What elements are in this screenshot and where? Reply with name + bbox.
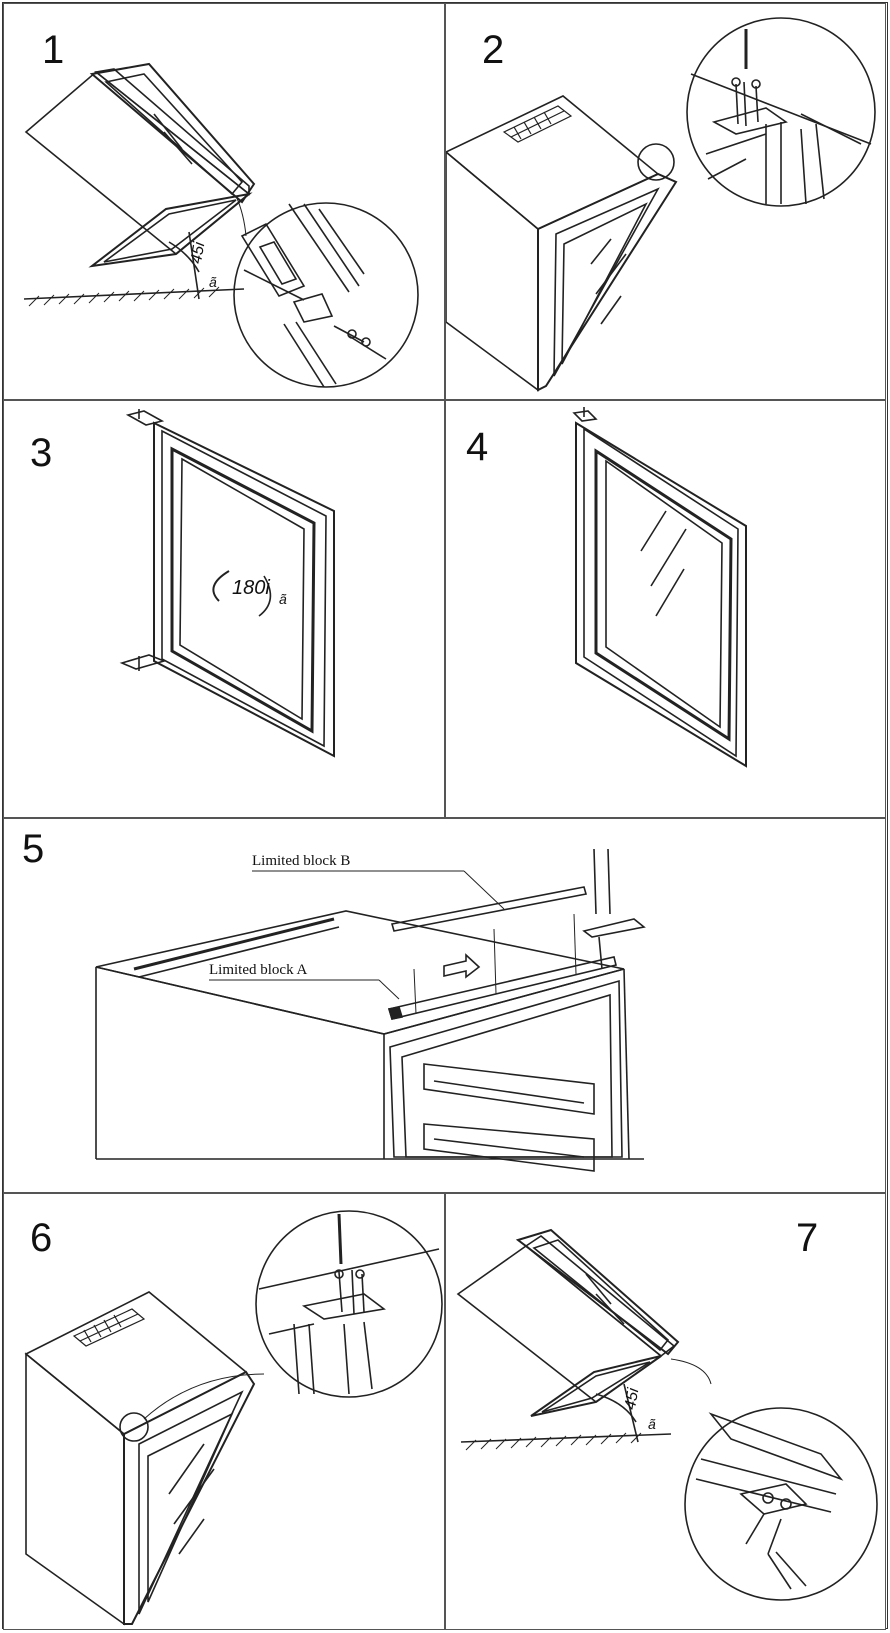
step-7-panel: 7 — [445, 1193, 886, 1630]
step-2-panel: 2 — [445, 3, 886, 400]
step-5-number: 5 — [22, 827, 45, 871]
step-1-panel: 1 — [3, 3, 445, 400]
step-7-illustration — [456, 1228, 878, 1601]
step-3-rotation-label: 180i — [232, 577, 270, 599]
step-3-illustration — [119, 409, 335, 758]
step-1-number: 1 — [42, 28, 65, 72]
limited-block-b-label: Limited block B — [252, 853, 351, 869]
step-6-illustration — [24, 1210, 443, 1626]
step-1-angle-mark: ã — [209, 274, 217, 290]
step-7-number: 7 — [796, 1216, 819, 1260]
step-2-illustration — [446, 17, 876, 392]
step-6-panel: 6 — [3, 1193, 445, 1630]
step-3-rotation-mark: ã — [279, 591, 287, 607]
step-5-illustration — [95, 848, 646, 1172]
step-3-number: 3 — [30, 431, 53, 475]
step-1-illustration — [23, 62, 419, 388]
step-6-number: 6 — [30, 1216, 53, 1260]
step-4-number: 4 — [466, 425, 489, 469]
step-7-angle-label: 45i — [621, 1386, 643, 1411]
step-1-angle-label: 45i — [187, 240, 209, 265]
step-2-number: 2 — [482, 28, 505, 72]
step-5-panel: 5 Limited block B Limited block A — [3, 818, 886, 1193]
step-3-panel: 3 180i ã — [3, 400, 445, 818]
limited-block-a-label: Limited block A — [209, 962, 308, 978]
step-4-panel: 4 — [445, 400, 886, 818]
step-4-illustration — [572, 407, 747, 768]
step-7-angle-mark: ã — [648, 1416, 656, 1432]
